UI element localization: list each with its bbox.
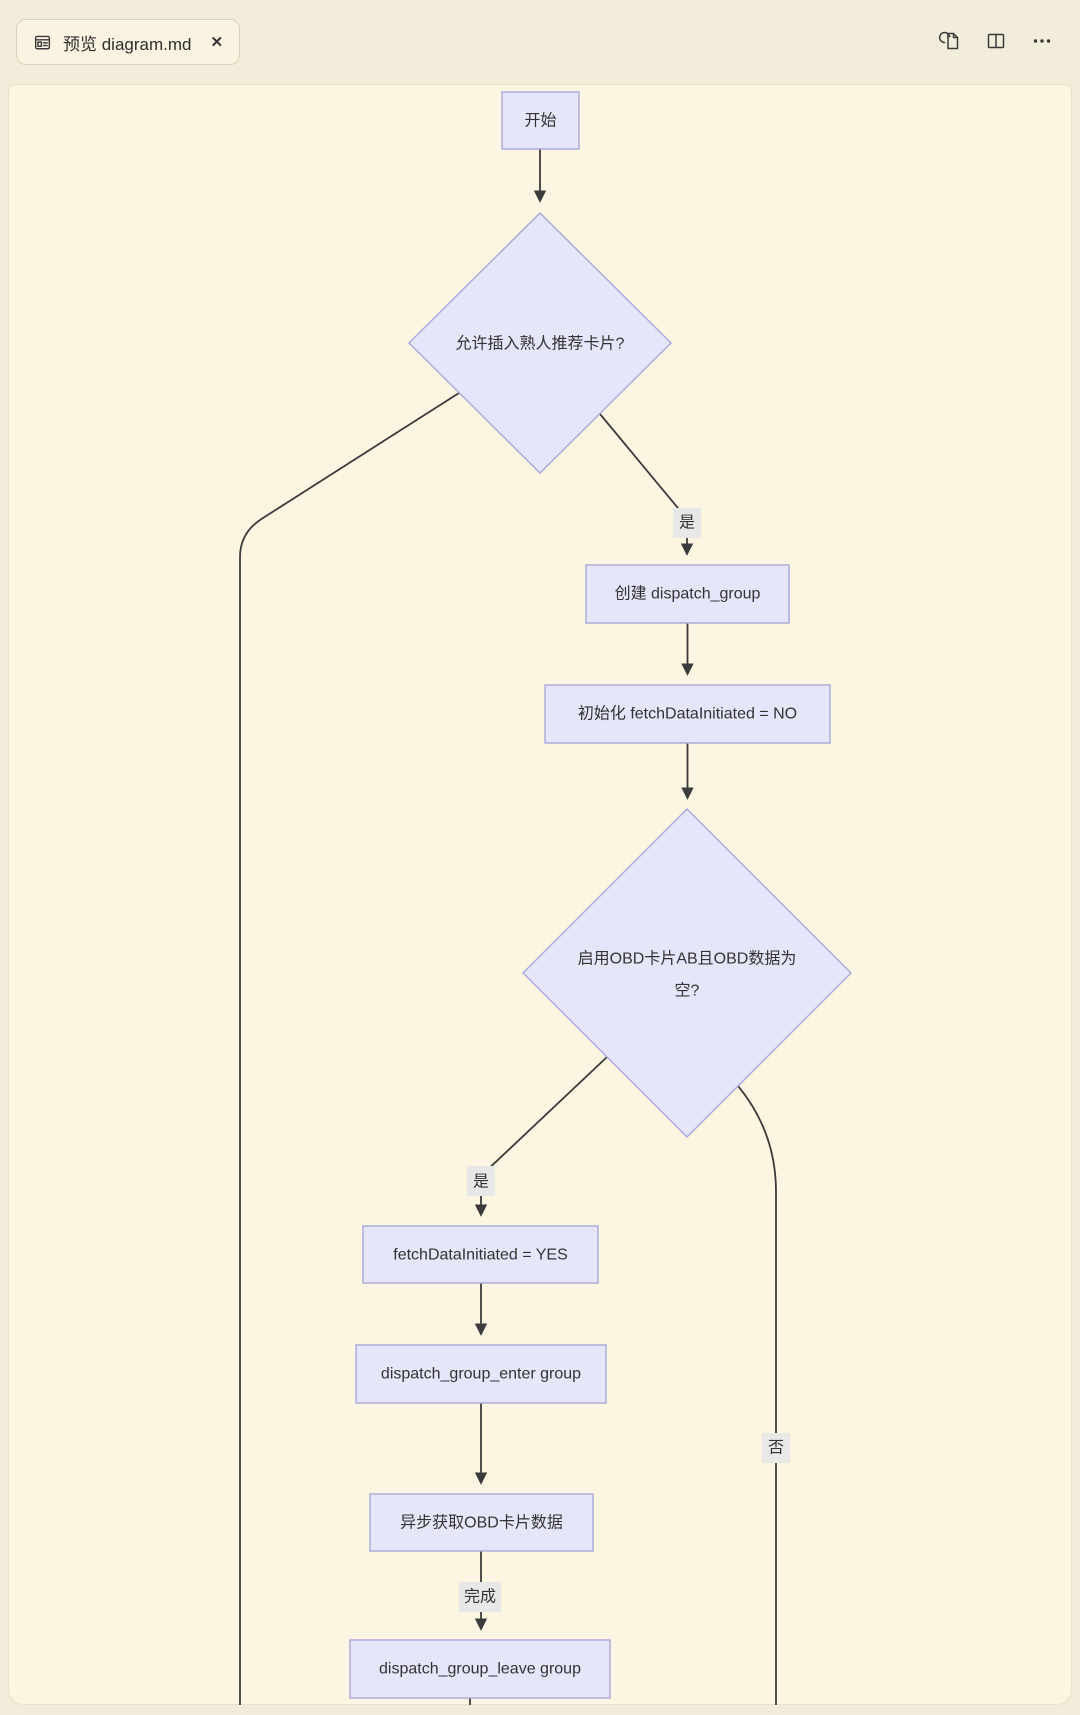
more-actions-icon[interactable] xyxy=(1028,27,1056,55)
editor-actions xyxy=(936,27,1056,55)
tab-bar: 预览 diagram.md ✕ xyxy=(0,0,1080,84)
open-changes-icon[interactable] xyxy=(936,27,964,55)
split-editor-icon[interactable] xyxy=(982,27,1010,55)
markdown-preview-panel xyxy=(8,84,1072,1705)
tab-title: 预览 diagram.md xyxy=(63,34,192,54)
tab-preview-diagram[interactable]: 预览 diagram.md ✕ xyxy=(16,19,241,65)
tab-close-icon[interactable]: ✕ xyxy=(210,33,224,51)
markdown-preview-icon xyxy=(34,35,51,49)
